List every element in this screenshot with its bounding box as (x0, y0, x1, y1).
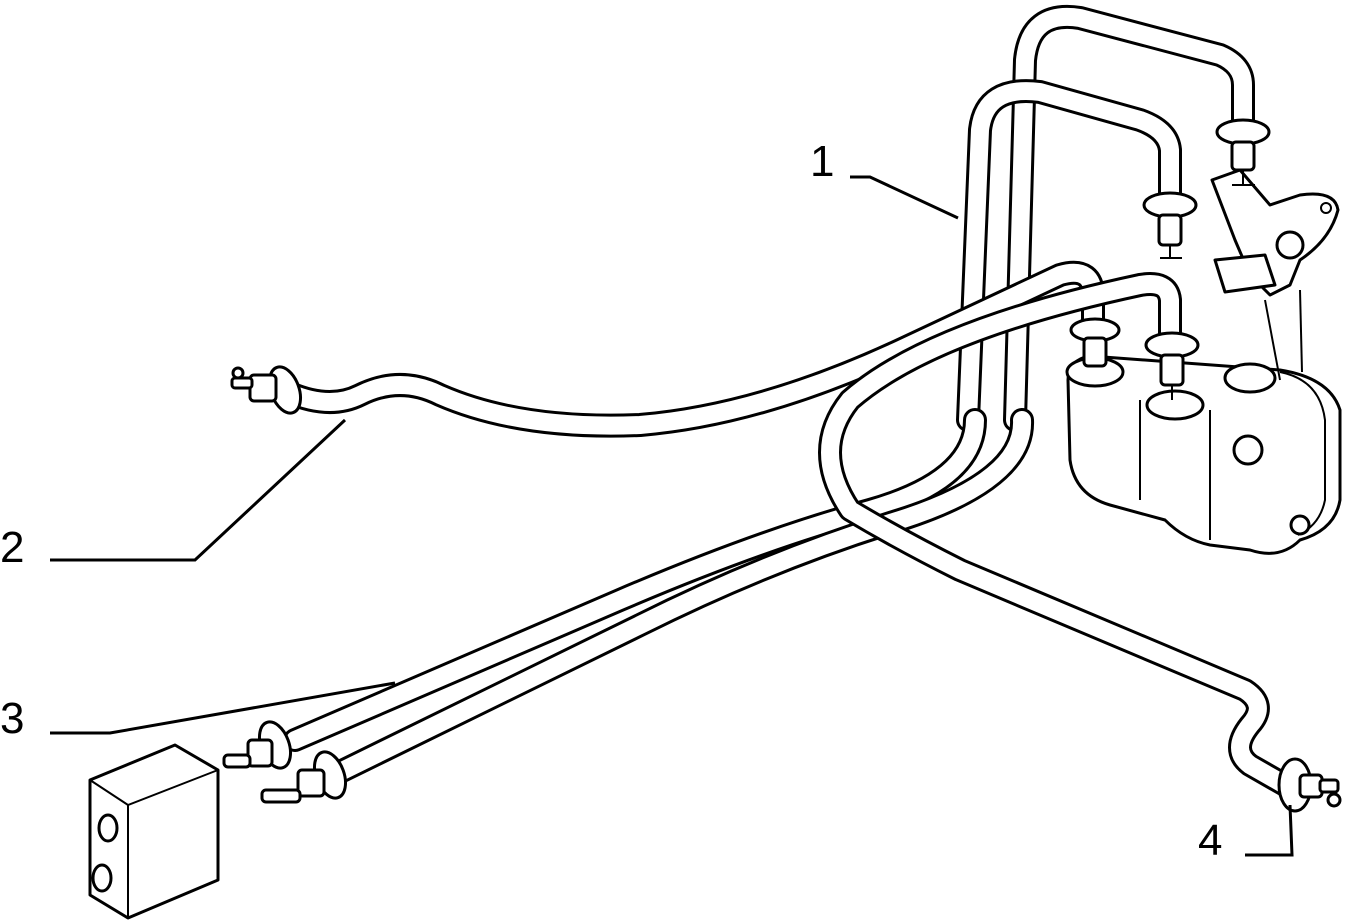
callout-2: 2 (0, 523, 24, 572)
leader-line-2 (50, 418, 347, 562)
pipe-3 (283, 408, 1035, 784)
leader-line-1 (850, 175, 959, 220)
pipe-2 (278, 260, 1106, 438)
fitting-left-upper (230, 365, 303, 415)
callout-3: 3 (0, 694, 24, 743)
callout-1: 1 (810, 137, 834, 186)
fitting-lower-left-a (222, 720, 293, 770)
fitting-valve-top-a (1215, 118, 1271, 186)
pipe-1 (956, 4, 1255, 432)
pressure-regulator-valve (1065, 168, 1342, 555)
fitting-lower-left-b (260, 750, 348, 804)
fitting-valve-mid-a (1069, 317, 1121, 368)
fitting-right-lower (1277, 757, 1342, 813)
callout-4: 4 (1198, 816, 1222, 865)
leader-line-3 (50, 681, 396, 735)
leader-line-4 (1245, 804, 1294, 857)
fitting-valve-mid-b (1144, 331, 1200, 400)
pipe-4 (818, 272, 1297, 797)
distribution-block (88, 743, 220, 920)
fitting-valve-top-b (1142, 191, 1198, 259)
